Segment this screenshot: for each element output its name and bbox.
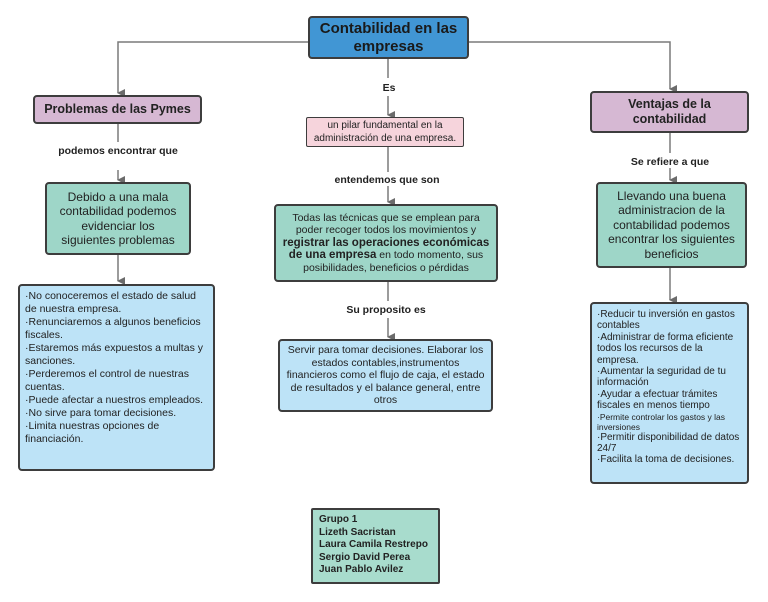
proposito-link-text: Su proposito es xyxy=(346,304,426,316)
techniques-box: Todas las técnicas que se emplean para p… xyxy=(274,204,498,282)
definition-box: un pilar fundamental en la administració… xyxy=(306,117,464,147)
problems-header: Problemas de las Pymes xyxy=(33,95,202,124)
techniques-text-bold: registrar las operaciones económicas de … xyxy=(282,236,490,262)
purpose-text: Servir para tomar decisiones. Elaborar l… xyxy=(286,344,485,407)
main-title: Contabilidad en las empresas xyxy=(308,16,469,59)
list-item: ·Renunciaremos a algunos beneficios fisc… xyxy=(25,316,201,341)
advantages-list: ·Reducir tu inversión en gastos contable… xyxy=(590,302,749,484)
list-item: ·Facilita la toma de decisiones. xyxy=(597,454,735,466)
group-line: Juan Pablo Avilez xyxy=(319,564,404,575)
list-item: ·Administrar de forma eficiente todos lo… xyxy=(597,331,734,366)
problems-link-label: podemos encontrar que xyxy=(56,145,180,157)
advantages-link-label: Se refiere a que xyxy=(620,156,720,168)
problems-link-text: podemos encontrar que xyxy=(58,145,178,157)
group-line: Lizeth Sacristan xyxy=(319,526,396,538)
list-item: ·Reducir tu inversión en gastos contable… xyxy=(597,309,735,332)
problems-header-text: Problemas de las Pymes xyxy=(44,102,191,116)
list-item: ·Puede afectar a nuestros empleados. xyxy=(25,394,204,406)
definition-text: un pilar fundamental en la administració… xyxy=(313,120,457,144)
techniques-text-post: en todo momento, sus posibilidades, bene… xyxy=(303,249,484,274)
advantages-header-text: Ventajas de la contabilidad xyxy=(628,97,711,126)
list-item: ·Ayudar a efectuar trámites fiscales en … xyxy=(597,388,718,412)
list-item: ·Aumentar la seguridad de tu información xyxy=(597,366,726,389)
list-item: ·No sirve para tomar decisiones. xyxy=(25,407,177,419)
advantages-summary: Llevando una buena administracion de la … xyxy=(596,182,747,268)
group-credits: Grupo 1 Lizeth Sacristan Laura Camila Re… xyxy=(311,508,440,584)
list-item: ·Estaremos más expuestos a multas y sanc… xyxy=(25,342,203,367)
proposito-link-label: Su proposito es xyxy=(336,304,436,316)
list-item: ·No conoceremos el estado de salud de nu… xyxy=(25,290,197,315)
es-link-text: Es xyxy=(382,82,396,94)
group-line: Sergio David Perea xyxy=(319,551,411,563)
advantages-summary-text: Llevando una buena administracion de la … xyxy=(608,188,735,261)
group-line: Grupo 1 xyxy=(319,514,358,525)
problems-list: ·No conoceremos el estado de salud de nu… xyxy=(18,284,215,471)
entendemos-link-label: entendemos que son xyxy=(322,174,452,186)
main-title-text: Contabilidad en las empresas xyxy=(319,19,458,55)
advantages-header: Ventajas de la contabilidad xyxy=(590,91,749,133)
es-link-label: Es xyxy=(380,82,398,94)
problems-summary: Debido a una mala contabilidad podemos e… xyxy=(45,182,191,255)
list-item: ·Perderemos el control de nuestras cuent… xyxy=(25,368,189,393)
entendemos-link-text: entendemos que son xyxy=(334,174,440,186)
list-item: ·Limita nuestras opciones de financiació… xyxy=(25,420,160,445)
techniques-text: Todas las técnicas que se emplean para p… xyxy=(281,212,491,275)
advantages-link-text: Se refiere a que xyxy=(630,156,710,168)
problems-summary-text: Debido a una mala contabilidad podemos e… xyxy=(59,189,177,248)
list-item: ·Permitir disponibilidad de datos 24/7 xyxy=(597,431,740,455)
group-line: Laura Camila Restrepo xyxy=(319,539,428,550)
purpose-box: Servir para tomar decisiones. Elaborar l… xyxy=(278,339,493,412)
list-item: ·Permite controlar los gastos y las inve… xyxy=(597,411,726,432)
techniques-text-pre: Todas las técnicas que se emplean para p… xyxy=(292,211,480,237)
